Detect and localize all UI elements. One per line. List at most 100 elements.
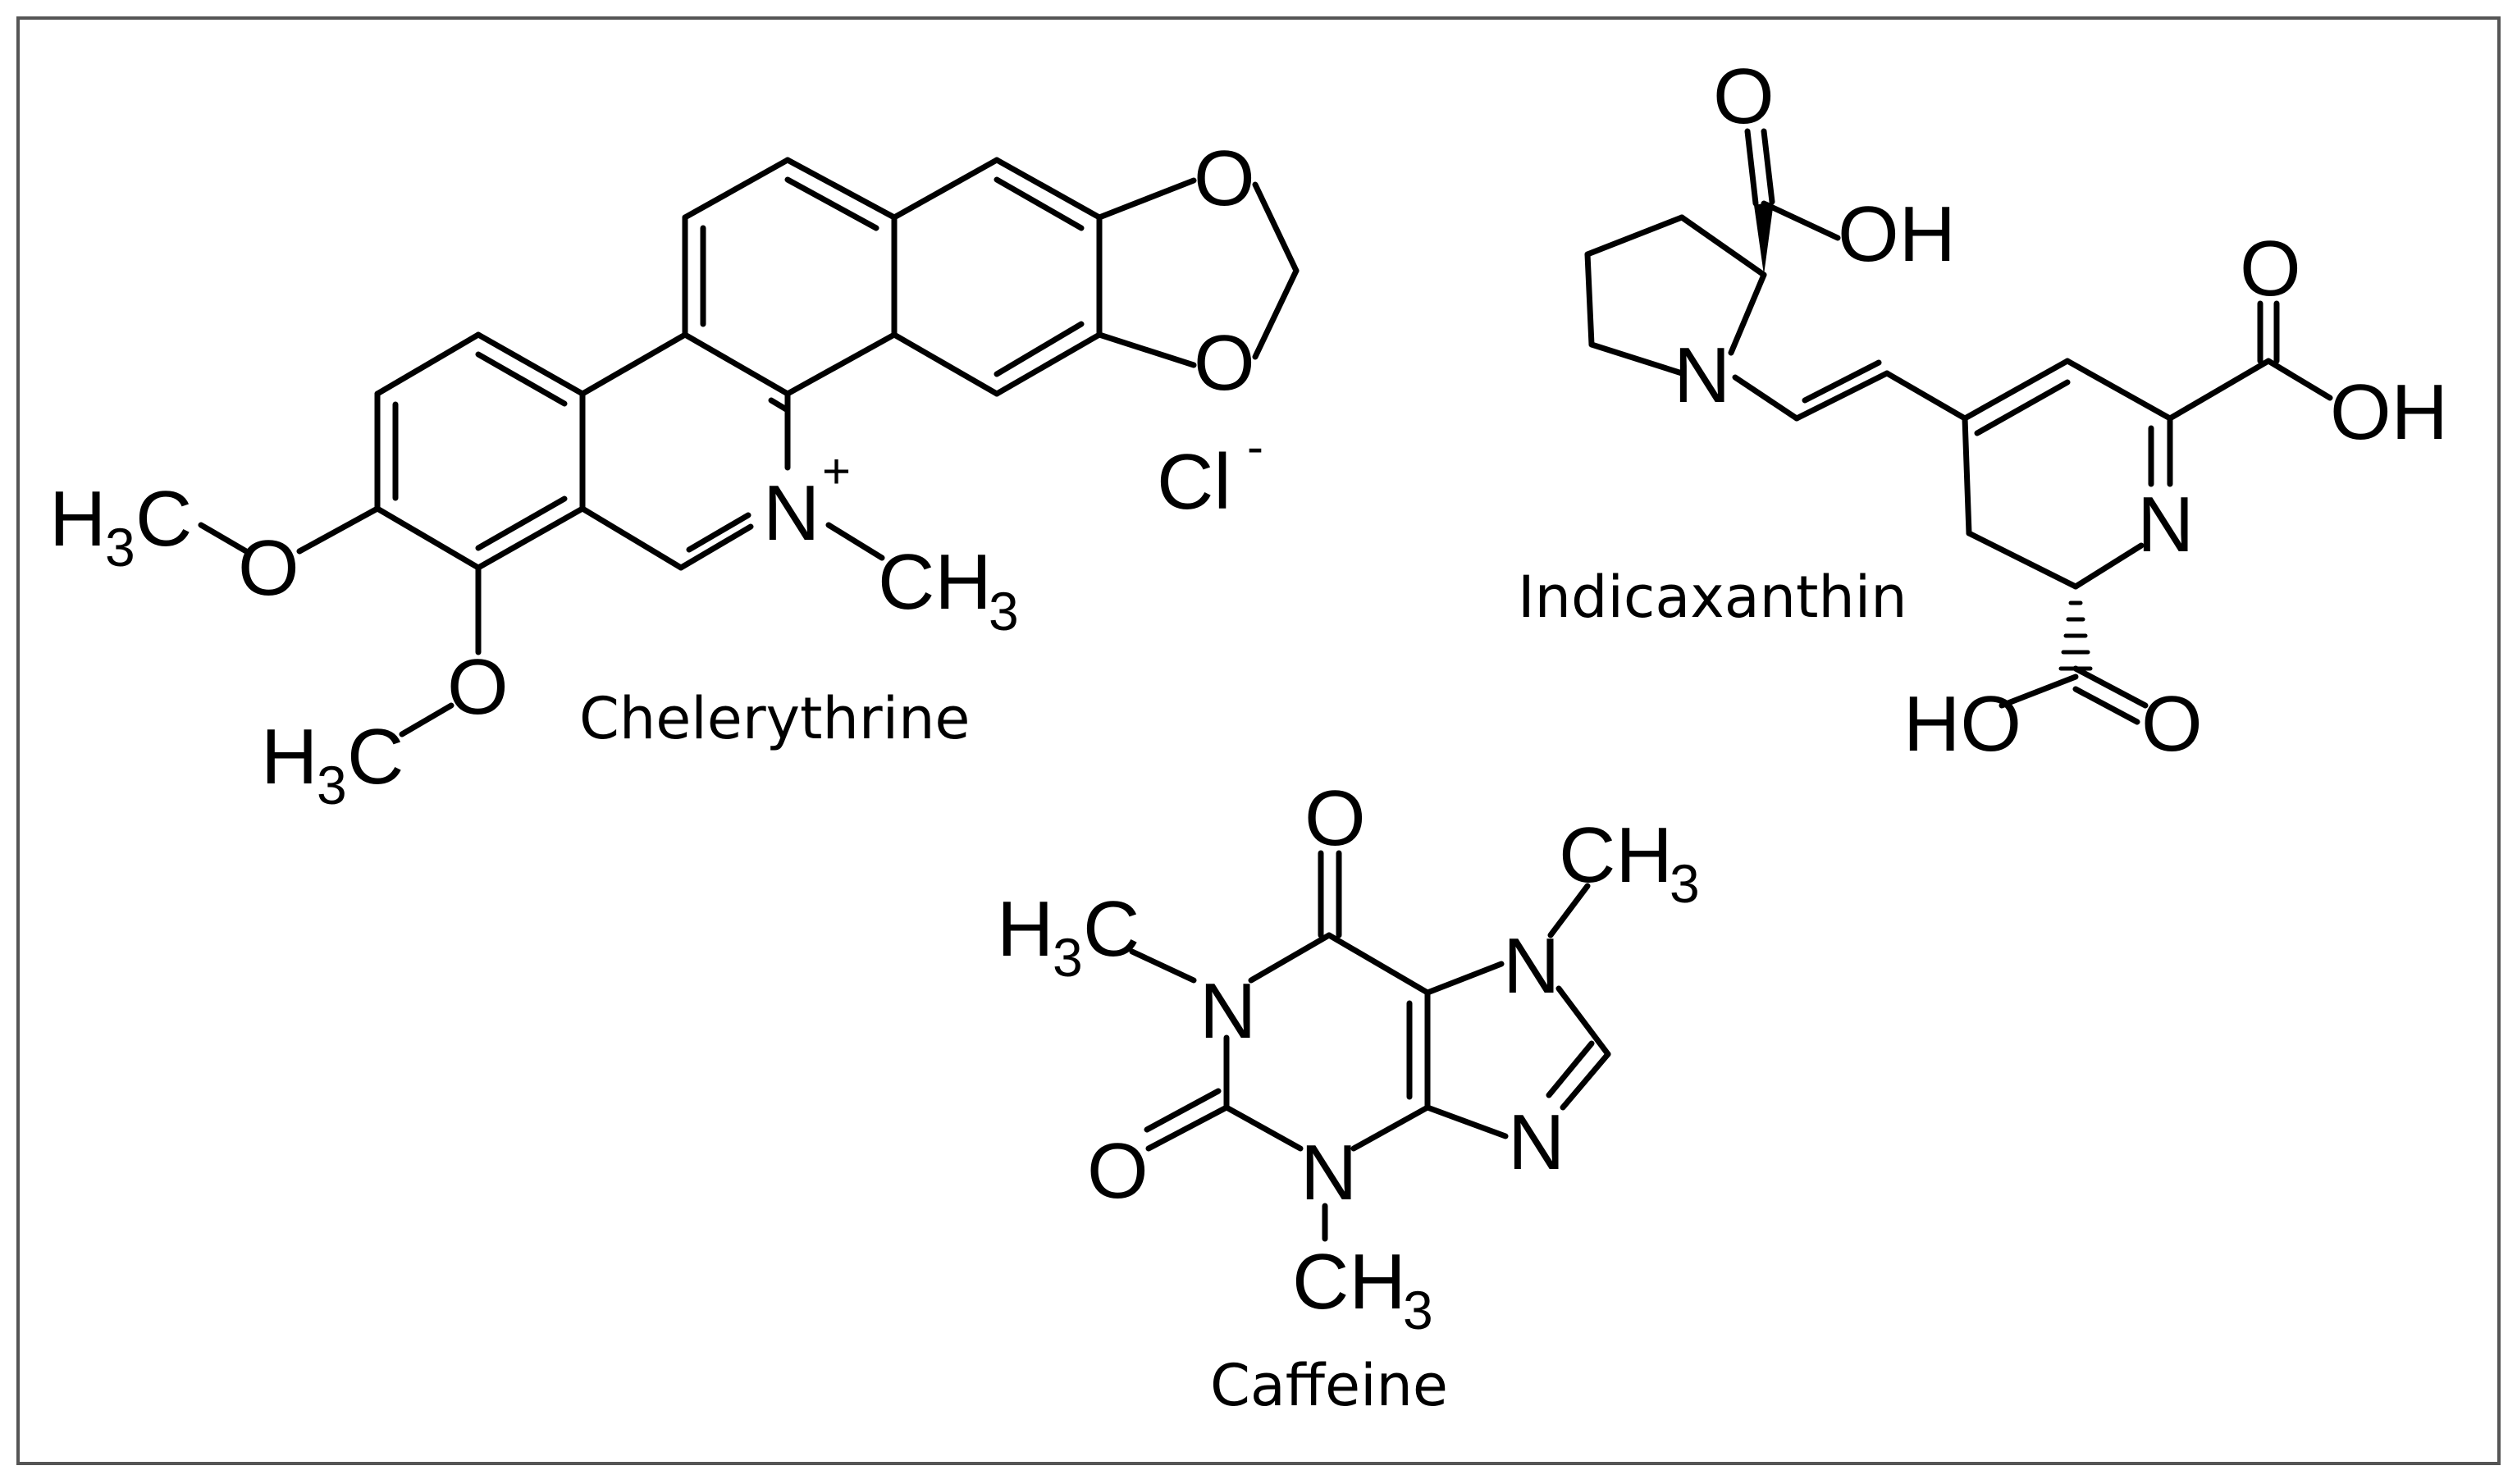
caffeine-structure: O CH 3 H 3 C N N O N N CH 3 Caffeine [997, 774, 1700, 1419]
methyl-subscript: 3 [989, 581, 1019, 642]
molecule-name-indicaxanthin: Indicaxanthin [1518, 564, 1907, 631]
bond [1350, 1104, 1431, 1152]
methyl-subscript: 3 [317, 755, 347, 815]
methyl-ch: CH [1292, 1238, 1406, 1326]
methyl-ch: CH [878, 538, 992, 626]
bond [1793, 370, 1890, 422]
bond [1326, 932, 1431, 996]
atom-oxygen: O [1194, 135, 1255, 222]
bond [1962, 358, 2071, 422]
methyl-ch: CH [1559, 811, 1673, 899]
hydroxyl-label: HO [1903, 680, 2021, 768]
bond [784, 157, 898, 221]
bond [994, 321, 1085, 377]
atom-oxygen: O [1194, 319, 1255, 407]
bond [1966, 530, 2079, 590]
bond [686, 512, 751, 553]
methyl-c: C [1083, 885, 1140, 973]
bond [994, 157, 1103, 221]
bond [374, 331, 482, 397]
atom-nitrogen: N [1503, 922, 1560, 1010]
bond [475, 505, 586, 571]
atom-oxygen: O [2240, 225, 2301, 313]
bond [1732, 374, 1800, 422]
methyl-subscript: 3 [105, 517, 135, 578]
bond [1248, 932, 1332, 984]
methyl-h: H [997, 885, 1053, 973]
bond [1588, 341, 1685, 377]
bond [1144, 1088, 1222, 1133]
bond [1761, 200, 1841, 241]
bond [1584, 251, 1595, 348]
bond [2064, 358, 2173, 422]
bond [1802, 359, 1882, 404]
atom-oxygen: O [1713, 53, 1775, 140]
bond [994, 176, 1085, 231]
atom-oxygen: O [1304, 774, 1366, 862]
atom-nitrogen: N [1508, 1098, 1565, 1186]
bond [1252, 267, 1300, 360]
bond [1252, 181, 1300, 274]
bond [475, 351, 568, 407]
bond [1884, 370, 1968, 422]
bond [994, 331, 1103, 397]
atom-oxygen: O [2141, 680, 2203, 768]
bond [2265, 358, 2333, 401]
atom-nitrogen: N [1674, 331, 1730, 419]
bond [2072, 665, 2149, 709]
chelerythrine-structure: O O Cl - N + CH 3 O H 3 C O H 3 C Cheler… [49, 135, 1300, 815]
bond [1974, 379, 2071, 436]
methyl-subscript: 3 [1053, 927, 1083, 988]
bond [475, 331, 586, 397]
hashed-bond [2058, 600, 2093, 671]
bond [1761, 128, 1775, 205]
n-positive-charge: + [822, 444, 851, 499]
bond [1096, 177, 1197, 221]
bond [1129, 948, 1197, 984]
bond [891, 331, 1000, 397]
bond [1424, 1104, 1509, 1139]
bond [768, 397, 791, 413]
atom-nitrogen: N [1300, 1129, 1357, 1217]
bond [579, 331, 688, 397]
bond [1555, 985, 1611, 1057]
atom-nitrogen: N [1199, 967, 1256, 1055]
methyl-subscript: 3 [1403, 1280, 1433, 1340]
bond [1145, 1104, 1230, 1152]
bond [2072, 686, 2140, 725]
bond [2167, 358, 2272, 422]
atom-oxygen: O [1087, 1127, 1149, 1215]
bond [1546, 1040, 1595, 1098]
methyl-h: H [261, 713, 317, 801]
chloride-charge: - [1247, 419, 1263, 474]
atom-oxygen: O [238, 524, 299, 612]
methyl-c: C [135, 475, 192, 563]
methyl-subscript: 3 [1670, 853, 1700, 914]
bond [198, 522, 249, 555]
hydroxyl-label: OH [2330, 368, 2448, 456]
bond [1728, 272, 1767, 356]
bond [1560, 1051, 1611, 1111]
bond [682, 331, 791, 397]
wedge-bond [1754, 202, 1774, 275]
molecule-name-chelerythrine: Chelerythrine [579, 685, 971, 752]
atom-nitrogen: N [763, 469, 820, 557]
bond [296, 505, 381, 555]
molecule-name-caffeine: Caffeine [1210, 1352, 1448, 1419]
bond [1096, 331, 1197, 368]
bond [825, 522, 885, 561]
bond [1744, 128, 1759, 207]
bond [1547, 883, 1591, 938]
bond [784, 331, 898, 397]
bond [399, 702, 455, 737]
indicaxanthin-structure: O OH N O OH N HO O Indicaxanthin [1518, 53, 2448, 768]
bond [784, 176, 879, 231]
bond [891, 157, 1000, 221]
figure-border [16, 16, 2501, 1465]
bond [579, 505, 684, 571]
methyl-c: C [347, 713, 404, 801]
hydroxyl-label: OH [1838, 190, 1956, 278]
bond [1962, 415, 1972, 537]
atom-oxygen: O [447, 643, 509, 731]
